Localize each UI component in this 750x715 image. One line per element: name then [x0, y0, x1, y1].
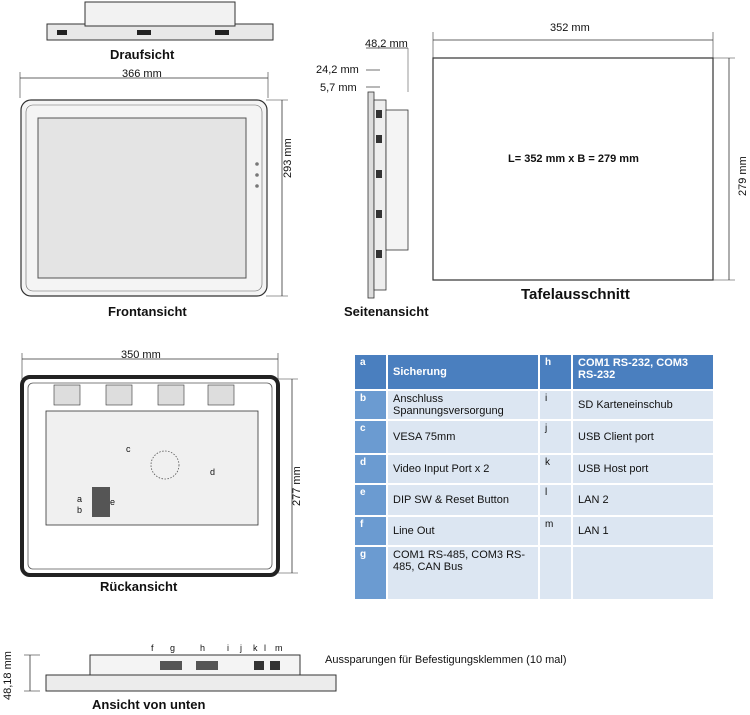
- legend-label: Sicherung: [388, 355, 538, 389]
- legend-label: LAN 1: [573, 517, 713, 545]
- cutout-width-label: 352 mm: [550, 22, 590, 34]
- legend-row: d Video Input Port x 2 k USB Host port: [355, 455, 713, 483]
- callout-k: k: [253, 643, 258, 653]
- callout-h: h: [200, 643, 206, 653]
- front-width-label: 366 mm: [122, 68, 162, 80]
- top-view-drawing: [46, 1, 274, 41]
- legend-key: i: [540, 391, 571, 419]
- legend-label: VESA 75mm: [388, 421, 538, 453]
- top-view-caption: Draufsicht: [110, 47, 175, 62]
- callout-g: g: [170, 643, 176, 653]
- legend-key: e: [355, 485, 386, 515]
- side-view-drawing: [366, 47, 409, 299]
- rear-view-caption: Rückansicht: [100, 579, 178, 594]
- legend-row: b Anschluss Spannungsversorgung i SD Kar…: [355, 391, 713, 419]
- cutout-height-label: 279 mm: [737, 156, 749, 196]
- legend-key: c: [355, 421, 386, 453]
- front-height-label: 293 mm: [282, 138, 294, 178]
- legend-label: Line Out: [388, 517, 538, 545]
- callout-e: e: [110, 497, 116, 507]
- callout-b: b: [77, 505, 83, 515]
- bottom-view-caption: Ansicht von unten: [92, 697, 206, 712]
- callout-a: a: [77, 494, 83, 504]
- legend-label: USB Host port: [573, 455, 713, 483]
- callout-c: c: [126, 444, 131, 454]
- legend-row: c VESA 75mm j USB Client port: [355, 421, 713, 453]
- legend-label: Anschluss Spannungsversorgung: [388, 391, 538, 419]
- legend-label: COM1 RS-485, COM3 RS-485, CAN Bus: [388, 547, 538, 599]
- legend-key: l: [540, 485, 571, 515]
- legend-key: j: [540, 421, 571, 453]
- rear-width-label: 350 mm: [121, 349, 161, 361]
- legend-header-row: a Sicherung h COM1 RS-232, COM3 RS-232: [355, 355, 713, 389]
- legend-label: [573, 547, 713, 599]
- legend-label: Video Input Port x 2: [388, 455, 538, 483]
- cutout-formula: L= 352 mm x B = 279 mm: [508, 153, 639, 165]
- legend-row: f Line Out m LAN 1: [355, 517, 713, 545]
- legend-label: COM1 RS-232, COM3 RS-232: [573, 355, 713, 389]
- rear-height-label: 277 mm: [291, 466, 303, 506]
- front-view-drawing: [19, 72, 288, 297]
- legend-key: k: [540, 455, 571, 483]
- cutout-drawing: [432, 32, 735, 281]
- callout-j: j: [240, 643, 242, 653]
- legend-key: f: [355, 517, 386, 545]
- cutout-caption: Tafelausschnitt: [521, 286, 630, 303]
- callout-m: m: [275, 643, 283, 653]
- legend-key: a: [355, 355, 386, 389]
- callout-l: l: [264, 643, 266, 653]
- legend-label: LAN 2: [573, 485, 713, 515]
- callout-d: d: [210, 467, 216, 477]
- callout-f: f: [151, 643, 154, 653]
- legend-key: d: [355, 455, 386, 483]
- legend-key: g: [355, 547, 386, 599]
- legend-row: e DIP SW & Reset Button l LAN 2: [355, 485, 713, 515]
- front-view-caption: Frontansicht: [108, 304, 187, 319]
- legend-key: b: [355, 391, 386, 419]
- bottom-note: Aussparungen für Befestigungsklemmen (10…: [325, 654, 567, 666]
- legend-label: USB Client port: [573, 421, 713, 453]
- legend-label: SD Karteneinschub: [573, 391, 713, 419]
- side-depth-front-label: 5,7 mm: [320, 82, 357, 94]
- legend-table: a Sicherung h COM1 RS-232, COM3 RS-232 b…: [353, 353, 715, 601]
- legend-key: m: [540, 517, 571, 545]
- side-depth-body-label: 24,2 mm: [316, 64, 359, 76]
- side-depth-total-label: 48,2 mm: [365, 38, 408, 50]
- callout-i: i: [227, 643, 229, 653]
- legend-key: [540, 547, 571, 599]
- legend-label: DIP SW & Reset Button: [388, 485, 538, 515]
- rear-view-drawing: [20, 353, 298, 577]
- side-view-caption: Seitenansicht: [344, 304, 429, 319]
- bottom-height-label: 48,18 mm: [2, 651, 14, 700]
- bottom-view-drawing: [24, 654, 337, 692]
- legend-row: g COM1 RS-485, COM3 RS-485, CAN Bus: [355, 547, 713, 599]
- legend-key: h: [540, 355, 571, 389]
